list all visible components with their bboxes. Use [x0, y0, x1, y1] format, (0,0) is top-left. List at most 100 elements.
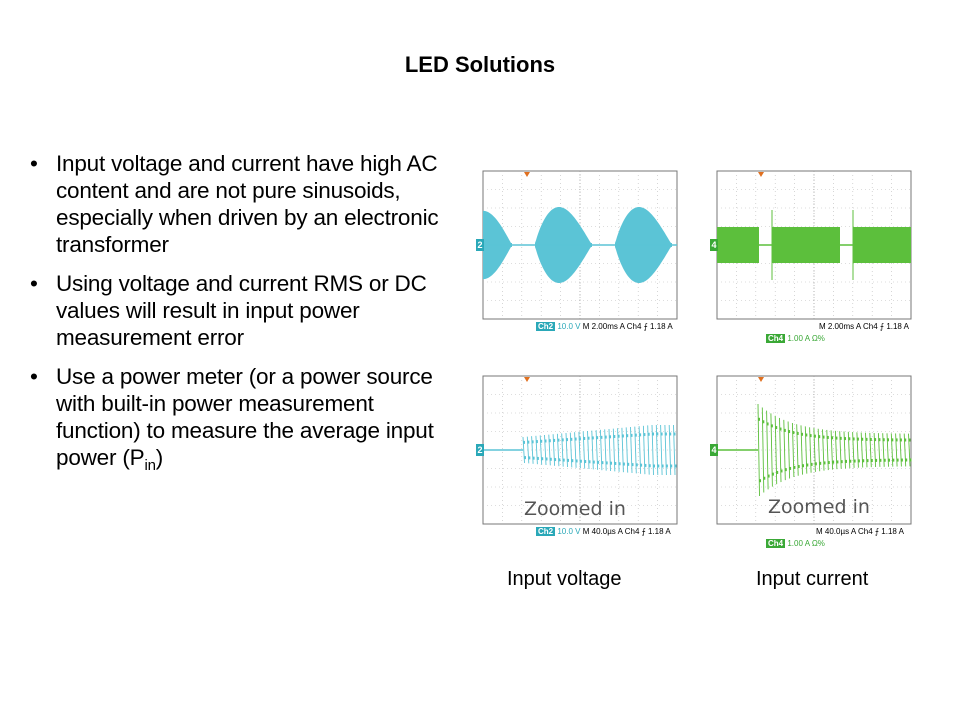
trough-mark — [793, 465, 796, 469]
caption-input-current: Input current — [756, 568, 869, 590]
peak-mark — [801, 432, 803, 436]
channel-marker-text: 4 — [710, 444, 718, 456]
trough-mark — [857, 459, 860, 463]
trough-mark — [653, 464, 655, 468]
channel-marker-text: 2 — [476, 444, 484, 456]
bullet-item: •Use a power meter (or a power source wi… — [30, 363, 460, 474]
scope-voltage-full: 2 Ch2 10.0 V M 2.00ms A Ch4 ⨍ 1.18 A — [476, 170, 678, 331]
channel-marker-text: 2 — [476, 239, 484, 251]
bullet-dot: • — [30, 151, 38, 176]
peak-mark — [656, 432, 659, 436]
peak-mark — [908, 438, 911, 442]
scope-status: Ch2 10.0 V M 2.00ms A Ch4 ⨍ 1.18 A — [536, 322, 673, 331]
peak-mark — [874, 438, 877, 442]
trough-mark — [597, 460, 600, 464]
peak-mark — [544, 439, 547, 443]
peak-mark — [613, 435, 616, 439]
trough-mark — [614, 461, 617, 465]
peak-mark — [596, 436, 599, 440]
peak-mark — [861, 437, 864, 441]
scope-current-full: 4 M 2.00ms A Ch4 ⨍ 1.18 A Ch4 1.00 A Ω% — [710, 170, 912, 345]
scope-current-zoom-screen — [716, 375, 912, 525]
peak-mark — [604, 435, 607, 439]
trough-mark — [670, 464, 673, 468]
trough-mark — [618, 462, 621, 466]
timebase-readout: M 2.00ms — [582, 322, 618, 331]
trough-mark — [524, 456, 526, 460]
peak-mark — [531, 440, 534, 444]
bullet-text: Use a power meter (or a power source wit… — [56, 364, 434, 470]
peak-mark — [844, 437, 846, 441]
peak-mark — [621, 434, 624, 438]
trough-mark — [674, 464, 677, 468]
trigger-readout: A Ch4 ⨍ 1.18 A — [619, 322, 673, 331]
peak-mark — [904, 438, 907, 442]
peak-mark — [570, 437, 573, 441]
trough-mark — [605, 461, 608, 465]
trough-mark — [810, 462, 813, 466]
peak-mark — [578, 437, 581, 441]
trough-mark — [823, 461, 826, 465]
peak-mark — [766, 422, 769, 426]
peak-mark — [540, 439, 543, 443]
channel-badge: Ch4 — [766, 539, 786, 548]
trough-mark — [776, 470, 779, 474]
bullet-item: •Using voltage and current RMS or DC val… — [30, 270, 460, 351]
trough-mark — [601, 461, 604, 465]
peak-mark — [600, 435, 603, 439]
peak-mark — [805, 433, 808, 437]
trigger-readout: A Ch4 ⨍ 1.18 A — [855, 322, 909, 331]
peak-mark — [561, 438, 564, 442]
peak-mark — [878, 438, 881, 442]
trough-mark — [767, 474, 770, 478]
zoomed-in-label: Zoomed in — [524, 498, 626, 520]
peak-mark — [566, 438, 568, 442]
peak-mark — [583, 436, 586, 440]
scope-status: M 40.0µs A Ch4 ⨍ 1.18 A — [816, 527, 904, 536]
trough-mark — [759, 479, 761, 483]
trough-mark — [665, 464, 668, 468]
peak-mark — [788, 430, 791, 434]
trough-mark — [909, 458, 912, 462]
trough-mark — [853, 459, 856, 463]
bullet-item: •Input voltage and current have high AC … — [30, 150, 460, 258]
peak-mark — [865, 437, 868, 441]
peak-mark — [887, 438, 889, 442]
trough-mark — [780, 469, 783, 473]
peak-mark — [557, 438, 560, 442]
caption-input-voltage: Input voltage — [507, 568, 622, 590]
trough-mark — [875, 458, 878, 462]
scope-current-zoom: 4 Zoomed in M 40.0µs A Ch4 ⨍ 1.18 A Ch4 … — [710, 375, 912, 550]
trough-mark — [644, 463, 647, 467]
peak-mark — [673, 432, 676, 436]
trough-mark — [536, 456, 539, 460]
trough-mark — [588, 460, 591, 464]
trough-mark — [661, 464, 664, 468]
timebase-readout: M 40.0µs — [816, 527, 850, 536]
trough-mark — [635, 463, 638, 467]
peak-mark — [796, 431, 799, 435]
trough-mark — [827, 461, 830, 465]
peak-mark — [775, 426, 778, 430]
trough-mark — [584, 460, 587, 464]
scale-readout: 10.0 V — [557, 527, 581, 536]
peak-mark — [609, 435, 611, 439]
peak-mark — [818, 435, 821, 439]
trough-mark — [845, 459, 847, 463]
trigger-marker-icon — [524, 377, 530, 382]
peak-mark — [639, 433, 642, 437]
peak-mark — [669, 432, 672, 436]
scope-status: Ch2 10.0 V M 40.0µs A Ch4 ⨍ 1.18 A — [536, 527, 671, 536]
peak-mark — [587, 436, 590, 440]
trough-mark — [631, 463, 634, 467]
trough-mark — [900, 458, 903, 462]
peak-mark — [634, 433, 637, 437]
subscript-in: in — [144, 457, 156, 474]
trough-mark — [888, 458, 890, 462]
trough-mark — [883, 458, 886, 462]
scope-voltage-zoom-screen — [482, 375, 678, 525]
scale-readout: 1.00 A Ω% — [787, 334, 825, 343]
trough-mark — [528, 456, 531, 460]
peak-mark — [779, 427, 782, 431]
peak-mark — [835, 436, 838, 440]
